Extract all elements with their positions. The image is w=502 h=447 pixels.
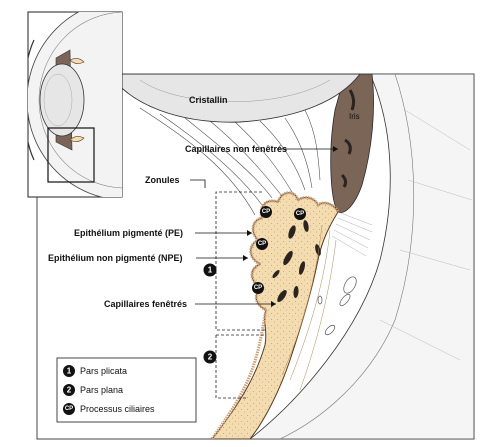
legend-item-processus-ciliaires: CP Processus ciliaires (63, 403, 155, 415)
label-cristallin: Cristallin (189, 95, 228, 105)
cp-badge-lower: CP (252, 282, 264, 294)
pars-plana-epithelium (210, 309, 268, 439)
label-iris: Iris (349, 112, 360, 121)
zonule-fibers (139, 107, 321, 216)
sclera-inner-line (279, 74, 415, 439)
zone-badge-2: 2 (203, 350, 217, 364)
label-epithelium-non-pigmente: Epithélium non pigmenté (NPE) (48, 253, 183, 263)
lens-capsule-line (139, 79, 331, 102)
svg-text:Pars plana: Pars plana (80, 385, 123, 395)
anatomy-illustration (109, 74, 474, 439)
lens (109, 74, 361, 123)
svg-text:1: 1 (67, 367, 72, 376)
label-epithelium-pigmente: Epithélium pigmenté (PE) (74, 228, 183, 238)
pointer-head (333, 146, 338, 152)
inset-zoom-box (47, 127, 95, 183)
pointer-zonules (190, 179, 206, 188)
cp-badge-middle: CP (256, 238, 268, 250)
ciliary-muscle (281, 224, 337, 391)
trabecular-meshwork (331, 211, 373, 257)
svg-text:2: 2 (67, 386, 72, 395)
svg-text:Pars plicata: Pars plicata (80, 366, 127, 376)
pointer-cf-head (271, 301, 276, 307)
sclera (249, 74, 474, 439)
label-zonules: Zonules (145, 175, 180, 185)
svg-text:1: 1 (208, 266, 213, 275)
label-capillaires-fenetres: Capillaires fenêtrés (104, 299, 187, 309)
legend-box: 1 Pars plicata 2 Pars plana CP Processus… (56, 357, 197, 423)
pointer-pe-head (247, 230, 252, 236)
pointer-npe-head (243, 255, 248, 261)
svg-text:CP: CP (258, 241, 266, 247)
fenestrated-capillaries (272, 220, 321, 302)
cp-badge-right: CP (294, 208, 306, 220)
zone-badge-1: 1 (203, 263, 217, 277)
svg-text:CP: CP (254, 285, 262, 291)
legend-item-pars-plana: 2 Pars plana (63, 384, 123, 396)
iris (330, 74, 374, 213)
cp-badge-top: CP (260, 206, 272, 218)
svg-text:CP: CP (65, 406, 73, 412)
outer-vessels (317, 276, 357, 336)
sclera-fibres (379, 109, 473, 361)
svg-text:CP: CP (296, 211, 304, 217)
svg-text:CP: CP (262, 209, 270, 215)
svg-text:2: 2 (208, 353, 213, 362)
epithelium-layer (259, 191, 340, 219)
label-capillaires-non-fenetres: Capillaires non fenêtrés (185, 144, 287, 154)
legend-item-pars-plicata: 1 Pars plicata (63, 365, 127, 377)
iris-pigment (340, 89, 356, 188)
inset-eye (27, 11, 123, 198)
svg-text:Processus ciliaires: Processus ciliaires (80, 404, 155, 414)
